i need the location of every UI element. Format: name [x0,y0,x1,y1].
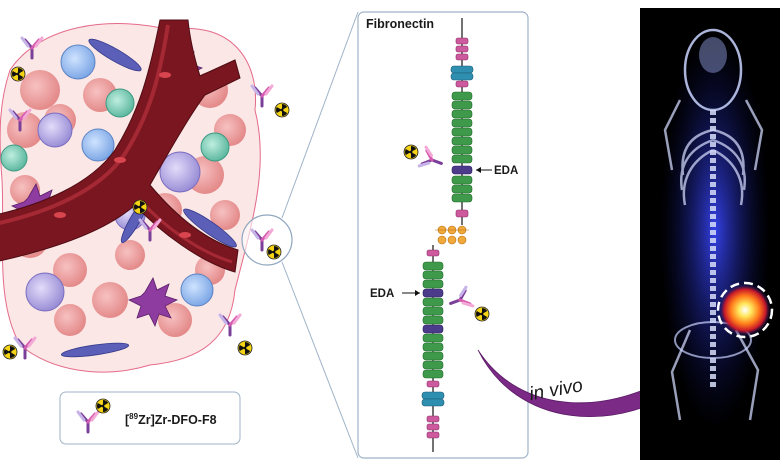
in-vivo-label: in vivo [528,375,585,405]
eda-domain-upper [451,165,473,175]
disulfide-bridge [435,225,469,245]
fibronectin-strand-upper: EDA [402,18,518,225]
fibronectin-title: Fibronectin [366,17,434,31]
zoom-region [241,11,359,459]
radiation-icon [273,101,290,118]
eda-domain-lower [422,288,444,298]
fibronectin-panel: Fibronectin [357,11,529,459]
blood-vessel-icon [0,19,241,273]
eda-label-upper: EDA [494,165,518,177]
tumor-uptake-hotspot [716,281,774,339]
tumor-microenvironment [0,11,359,459]
fibronectin-strand-lower: EDA [370,245,490,452]
legend: [89Zr]Zr-DFO-F8 [59,391,241,445]
legend-label: [89Zr]Zr-DFO-F8 [125,412,217,427]
radiation-icon [1,343,18,360]
mouse-skeleton-icon [660,28,770,430]
pet-scan-panel [640,8,780,460]
eda-label-lower: EDA [370,288,394,300]
radiation-icon [236,339,253,356]
